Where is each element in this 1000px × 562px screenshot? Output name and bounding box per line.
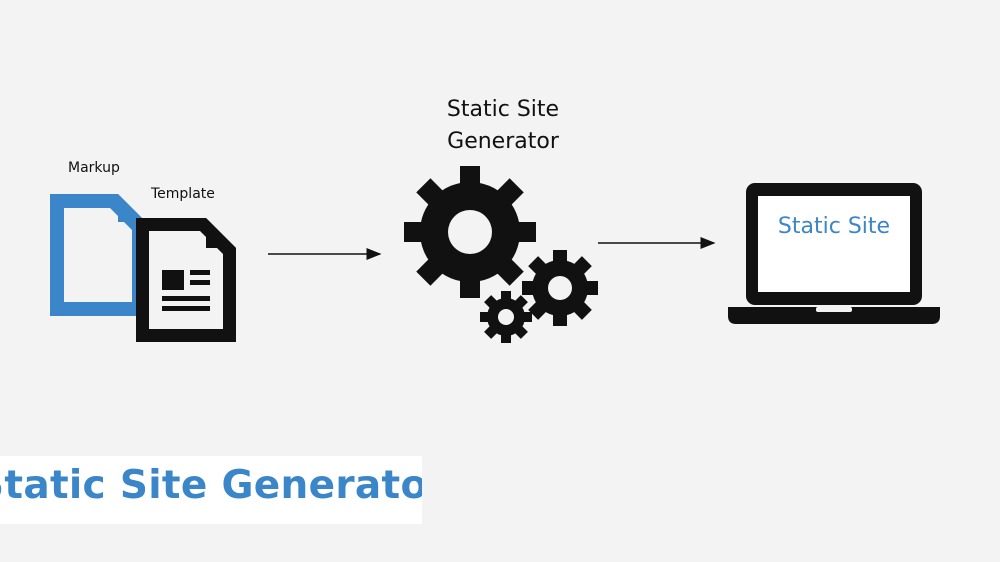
template-document-icon bbox=[136, 218, 236, 342]
gears-icon bbox=[404, 166, 598, 343]
title-banner: Static Site Generator bbox=[0, 456, 422, 524]
markup-label: Markup bbox=[68, 160, 120, 176]
template-label: Template bbox=[151, 186, 215, 202]
markup-document-icon bbox=[50, 194, 146, 316]
banner-title: Static Site Generator bbox=[0, 463, 422, 508]
generator-title: Static Site Generator bbox=[446, 97, 560, 154]
laptop-icon bbox=[728, 183, 940, 324]
output-label: Static Site bbox=[777, 214, 891, 239]
